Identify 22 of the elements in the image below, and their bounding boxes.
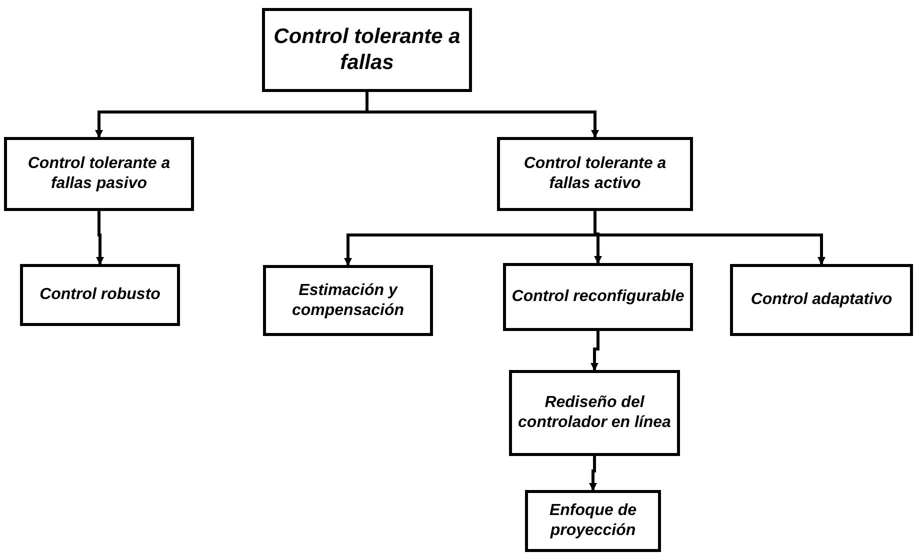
box-label: Control adaptativo [750, 290, 892, 310]
process-box [263, 265, 433, 336]
process-box [20, 264, 180, 326]
arrow [589, 456, 597, 491]
process-box [509, 370, 680, 456]
box-label: Control tolerante a fallas activo [522, 154, 668, 194]
process-box [525, 490, 661, 552]
box-label: Control robusto [40, 285, 160, 305]
arrow [366, 92, 599, 138]
box-label: Control tolerante a fallas pasivo [26, 154, 172, 194]
process-box [503, 263, 693, 331]
process-box [497, 137, 693, 211]
box-label: Control tolerante a fallas [272, 24, 462, 76]
arrow [590, 331, 600, 371]
arrow [96, 211, 104, 265]
process-box [4, 137, 194, 211]
process-box [730, 264, 913, 336]
process-box [262, 8, 472, 92]
box-label: Rediseño del controlador en línea [517, 393, 672, 433]
box-label: Enfoque de proyección [548, 501, 638, 541]
box-label: Estimación y compensación [290, 280, 406, 320]
box-label: Control reconfigurable [512, 287, 684, 307]
